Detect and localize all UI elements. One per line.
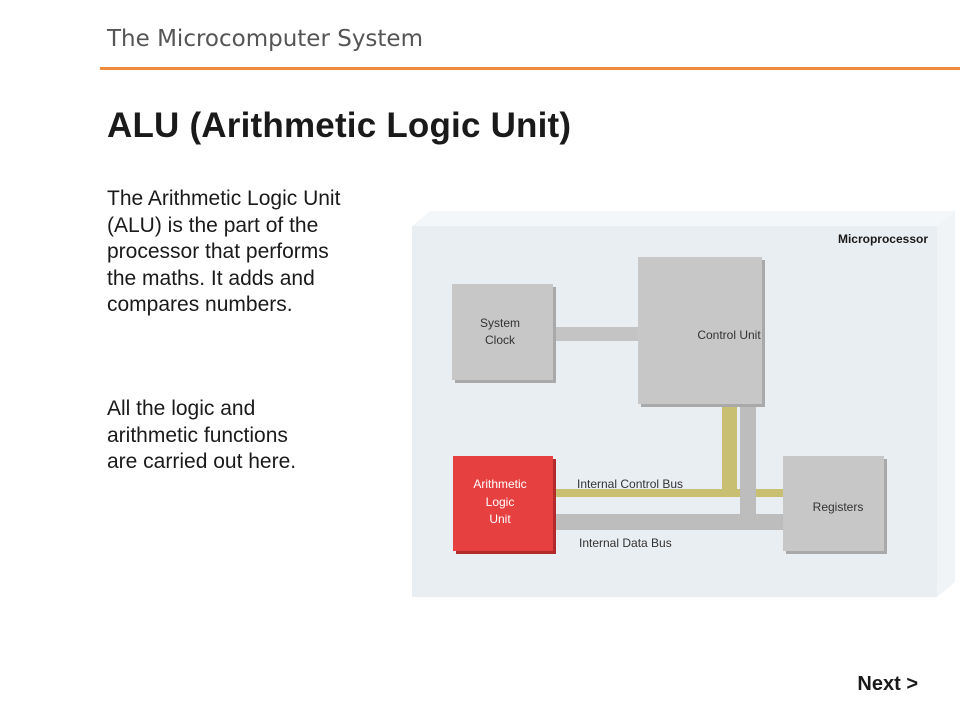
- alu-label: Arithmetic: [473, 477, 526, 491]
- paragraph-1-line: the maths. It adds and: [107, 266, 315, 290]
- slide-title: ALU (Arithmetic Logic Unit): [107, 106, 572, 145]
- control-bus-vertical: [722, 400, 737, 496]
- paragraph-1-line: compares numbers.: [107, 293, 293, 316]
- system-clock-label: System: [480, 316, 520, 330]
- paragraph-1-line: The Arithmetic Logic Unit: [107, 187, 341, 210]
- alu-block: [453, 456, 553, 551]
- system-clock-block: [452, 284, 553, 380]
- microprocessor-label: Microprocessor: [838, 232, 928, 246]
- paragraph-2-line: All the logic and: [107, 397, 256, 420]
- control-bus-to-alu: [552, 489, 730, 497]
- control-unit-label: Control Unit: [697, 328, 761, 342]
- clock-connector: [553, 327, 641, 341]
- description-paragraph-1: The Arithmetic Logic Unit (ALU) is the p…: [107, 186, 387, 319]
- control-bus-label: Internal Control Bus: [577, 477, 683, 491]
- data-bus-horizontal: [552, 514, 786, 530]
- next-button[interactable]: Next >: [857, 673, 918, 695]
- control-bus-to-registers: [730, 489, 786, 497]
- paragraph-1-line: (ALU) is the part of the: [107, 213, 319, 237]
- control-unit-block: [638, 257, 762, 404]
- alu-label: Logic: [486, 495, 515, 509]
- paragraph-1-line: processor that performs: [107, 240, 329, 263]
- paragraph-2-line: arithmetic functions: [107, 423, 288, 447]
- paragraph-2-line: are carried out here.: [107, 450, 297, 473]
- system-clock-label: Clock: [485, 333, 516, 347]
- section-title: The Microcomputer System: [107, 26, 423, 52]
- data-bus-label: Internal Data Bus: [579, 536, 672, 550]
- header-divider: [100, 67, 960, 70]
- registers-label: Registers: [813, 500, 864, 514]
- board-top-edge: [412, 211, 955, 226]
- alu-label: Unit: [489, 512, 511, 526]
- registers-block: [783, 456, 884, 551]
- board-side-edge: [937, 211, 955, 597]
- description-paragraph-2: All the logic and arithmetic functions a…: [107, 396, 387, 476]
- data-bus-vertical: [740, 400, 756, 522]
